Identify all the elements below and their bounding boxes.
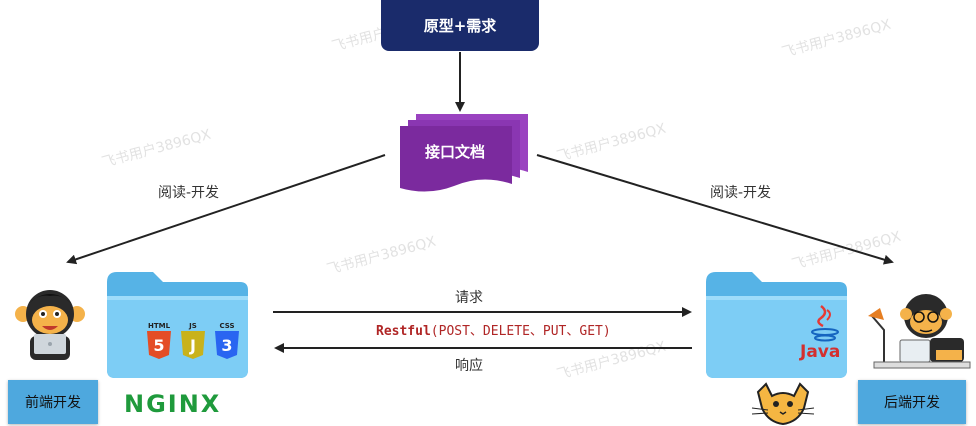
frontend-folder-icon [107, 272, 248, 378]
requirements-label: 原型+需求 [423, 17, 497, 35]
svg-text:J: J [189, 336, 196, 355]
js-badge-label: JS [189, 322, 197, 330]
edge-label-request: 请求 [455, 290, 483, 306]
protocol-keyword: Restful [376, 324, 431, 339]
html5-icon: 5 [147, 331, 171, 359]
svg-text:3: 3 [221, 336, 232, 355]
js-icon: J [181, 331, 205, 359]
java-coffee-icon [811, 305, 839, 342]
js-badge: JS J [178, 322, 208, 364]
frontend-role-label: 前端开发 [8, 380, 98, 424]
requirements-node: 原型+需求 [381, 0, 539, 51]
api-doc-label: 接口文档 [424, 143, 485, 161]
protocol-methods: (POST、DELETE、PUT、GET) [430, 324, 611, 339]
backend-role-text: 后端开发 [884, 395, 940, 411]
api-doc-node [400, 114, 528, 192]
nginx-logo: NGINX [124, 390, 222, 418]
tomcat-icon [751, 382, 815, 426]
arrow-doc-to-frontend [66, 154, 386, 265]
html-badge: HTML 5 [144, 322, 174, 364]
arrow-doc-to-backend [536, 154, 894, 265]
css-badge: CSS 3 [212, 322, 242, 364]
svg-text:5: 5 [153, 336, 164, 355]
edge-label-read-dev-left: 阅读-开发 [158, 185, 220, 201]
backend-folder-icon [706, 272, 847, 378]
backend-developer-icon [868, 294, 971, 369]
edge-label-response: 响应 [455, 358, 483, 374]
protocol-label: Restful(POST、DELETE、PUT、GET) [376, 320, 611, 339]
html-badge-label: HTML [147, 322, 171, 330]
edge-label-read-dev-right: 阅读-开发 [710, 185, 772, 201]
frontend-role-text: 前端开发 [25, 395, 81, 411]
backend-role-label: 后端开发 [858, 380, 966, 424]
css3-icon: 3 [215, 331, 239, 359]
java-label: Java [800, 342, 841, 362]
frontend-developer-icon [15, 290, 85, 360]
css-badge-label: CSS [219, 322, 235, 330]
